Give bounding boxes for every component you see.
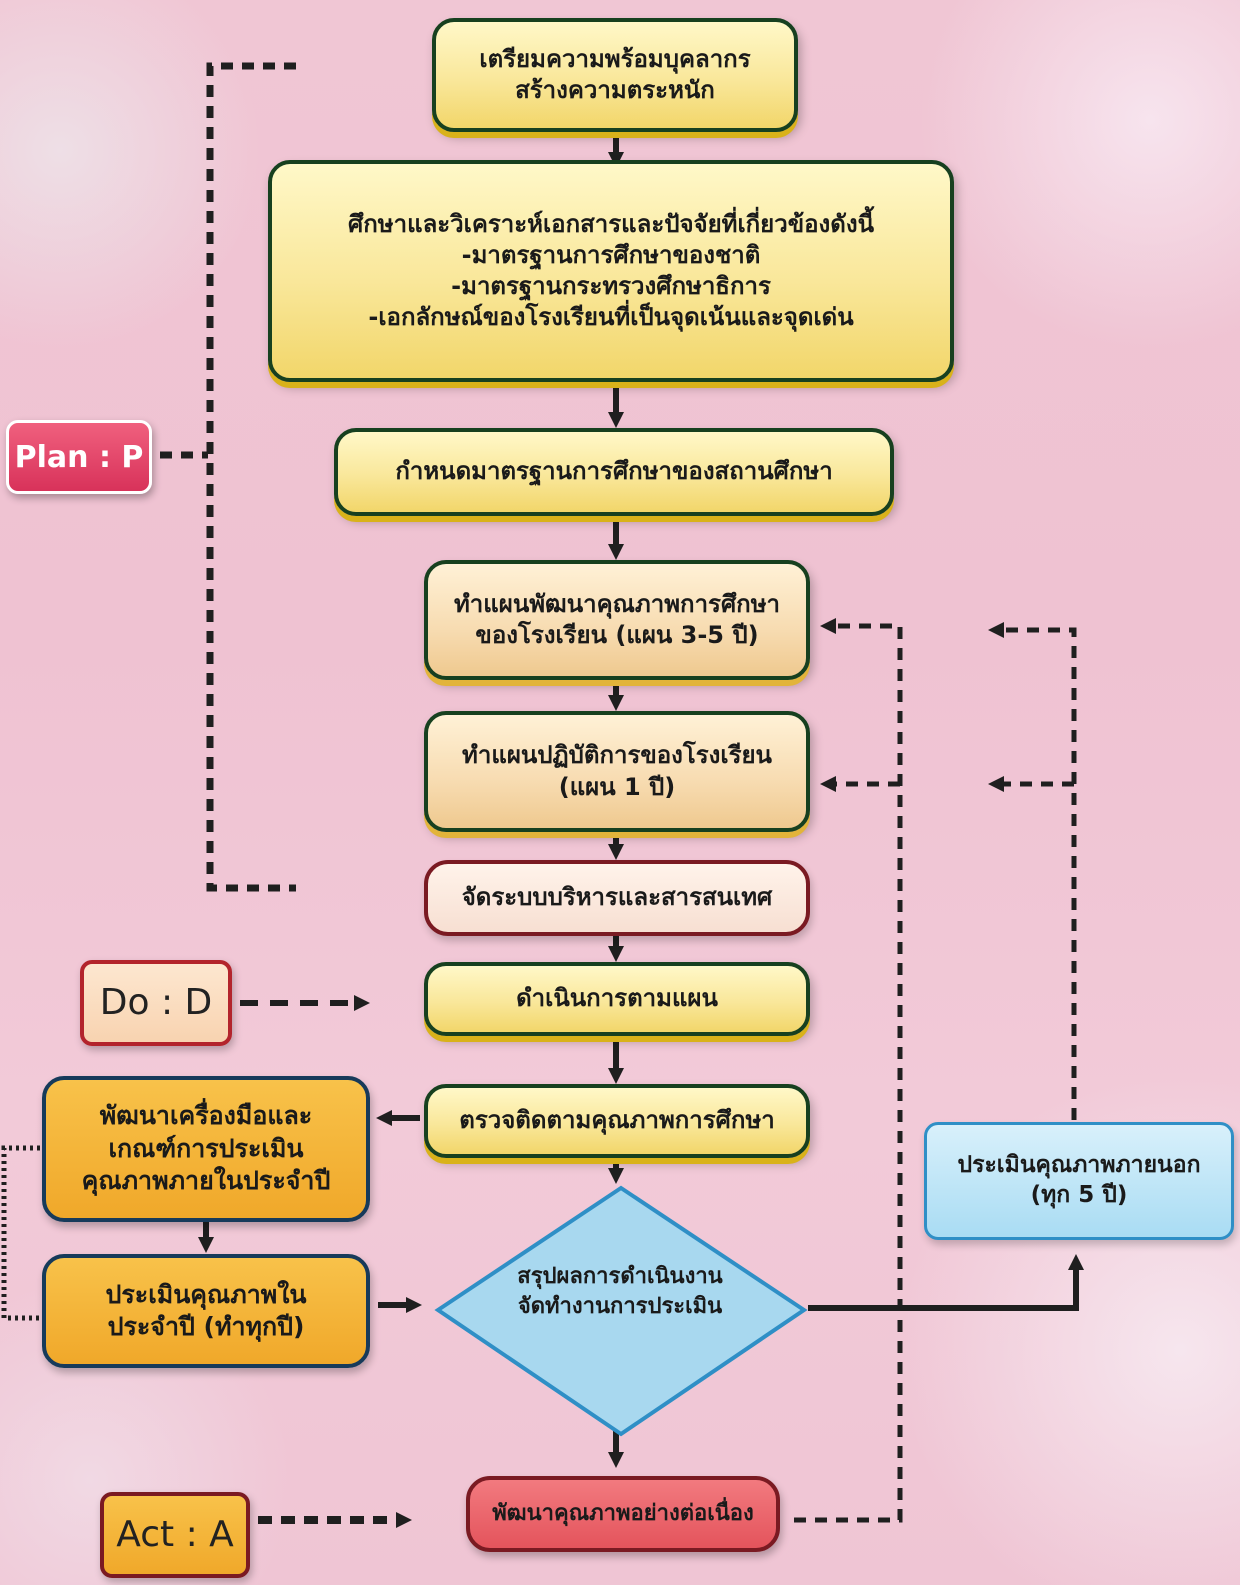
- step-external-eval-label: ประเมินคุณภาพภายนอก (ทุก 5 ปี): [957, 1152, 1201, 1208]
- step-dev-plan-label: ทำแผนพัฒนาคุณภาพการศึกษา ของโรงเรียน (แผ…: [453, 589, 780, 649]
- step-tools: พัฒนาเครื่องมือและ เกณฑ์การประเมิน คุณภา…: [42, 1076, 370, 1222]
- step-set-standard-label: กำหนดมาตรฐานการศึกษาของสถานศึกษา: [395, 457, 833, 486]
- step-monitor: ตรวจติดตามคุณภาพการศึกษา: [424, 1084, 810, 1158]
- step-management: จัดระบบบริหารและสารสนเทศ: [424, 860, 810, 936]
- step-internal-eval: ประเมินคุณภาพใน ประจำปี (ทำทุกปี): [42, 1254, 370, 1368]
- feedback-loop-external: [988, 622, 1077, 1120]
- arrow-summary-to-external: [808, 1254, 1084, 1311]
- left-dotted-bracket: [1, 1145, 40, 1321]
- step-internal-eval-label: ประเมินคุณภาพใน ประจำปี (ทำทุกปี): [105, 1279, 307, 1342]
- pdca-do-badge: Do : D: [80, 960, 232, 1046]
- step-monitor-label: ตรวจติดตามคุณภาพการศึกษา: [459, 1106, 775, 1135]
- summary-diamond: [434, 1185, 808, 1437]
- plan-bracket: [160, 62, 296, 892]
- step-analyze: ศึกษาและวิเคราะห์เอกสารและปัจจัยที่เกี่ย…: [268, 160, 954, 382]
- step-tools-label: พัฒนาเครื่องมือและ เกณฑ์การประเมิน คุณภา…: [81, 1101, 331, 1196]
- pdca-act-badge: Act : A: [100, 1492, 250, 1578]
- pdca-act-label: Act : A: [116, 1513, 234, 1555]
- step-analyze-label: ศึกษาและวิเคราะห์เอกสารและปัจจัยที่เกี่ย…: [348, 209, 874, 332]
- main-flow-arrows: [198, 132, 1084, 1468]
- step-prepare-label: เตรียมความพร้อมบุคลากร สร้างความตระหนัก: [479, 44, 751, 104]
- step-dev-plan: ทำแผนพัฒนาคุณภาพการศึกษา ของโรงเรียน (แผ…: [424, 560, 810, 680]
- step-set-standard: กำหนดมาตรฐานการศึกษาของสถานศึกษา: [334, 428, 894, 516]
- step-management-label: จัดระบบบริหารและสารสนเทศ: [461, 883, 773, 912]
- step-action-plan: ทำแผนปฏิบัติการของโรงเรียน (แผน 1 ปี): [424, 711, 810, 832]
- step-implement-label: ดำเนินการตามแผน: [516, 984, 718, 1013]
- step-summary-label: สรุปผลการดำเนินงาน จัดทำงานการประเมิน: [517, 1264, 723, 1319]
- feedback-loop-improve: [794, 618, 903, 1523]
- step-action-plan-label: ทำแผนปฏิบัติการของโรงเรียน (แผน 1 ปี): [462, 741, 772, 801]
- step-implement: ดำเนินการตามแผน: [424, 962, 810, 1036]
- pdca-do-label: Do : D: [99, 981, 213, 1023]
- step-improve: พัฒนาคุณภาพอย่างต่อเนื่อง: [466, 1476, 780, 1552]
- step-improve-label: พัฒนาคุณภาพอย่างต่อเนื่อง: [492, 1500, 754, 1526]
- step-prepare: เตรียมความพร้อมบุคลากร สร้างความตระหนัก: [432, 18, 798, 132]
- pdca-plan-badge: Plan : P: [6, 420, 152, 494]
- step-external-eval: ประเมินคุณภาพภายนอก (ทุก 5 ปี): [924, 1122, 1234, 1240]
- pdca-plan-label: Plan : P: [14, 439, 144, 475]
